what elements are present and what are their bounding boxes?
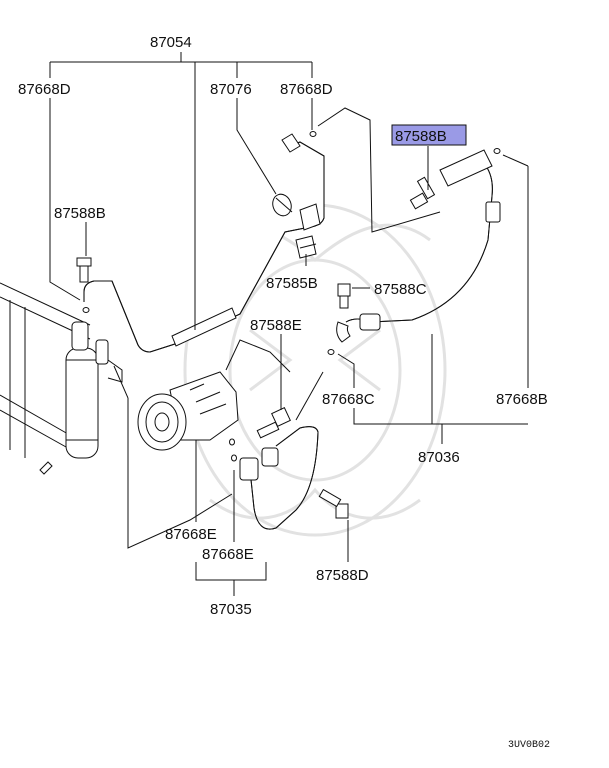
label-87588E[interactable]: 87588E [250, 317, 302, 334]
discharge-hose-87035 [239, 426, 319, 530]
compressor [137, 371, 239, 451]
label-87054[interactable]: 87054 [150, 34, 192, 51]
label-87588D[interactable]: 87588D [316, 567, 369, 584]
label-87668E-a[interactable]: 87668E [165, 526, 217, 543]
pressure-switch-87076 [272, 193, 293, 217]
label-87585B[interactable]: 87585B [266, 275, 318, 292]
label-87588B-left[interactable]: 87588B [54, 205, 106, 222]
label-87668D-top[interactable]: 87668D [280, 81, 333, 98]
o-rings [82, 131, 501, 462]
label-87035[interactable]: 87035 [210, 601, 252, 618]
bolt-87588E [256, 407, 291, 439]
clamp-87585B [295, 235, 317, 259]
suction-hose-87036 [336, 149, 501, 343]
label-87668C[interactable]: 87668C [322, 391, 375, 408]
highlight-box [391, 124, 467, 146]
diagram-code: 3UV0B02 [508, 740, 550, 751]
label-87036[interactable]: 87036 [418, 449, 460, 466]
liquid-pipe [83, 133, 325, 353]
label-87668E-b[interactable]: 87668E [202, 546, 254, 563]
label-87668D-left[interactable]: 87668D [18, 81, 71, 98]
receiver-drier [65, 321, 123, 459]
bolt-87588B [409, 176, 436, 210]
label-87588B-highlight[interactable]: 87588B [395, 128, 447, 145]
label-87668B[interactable]: 87668B [496, 391, 548, 408]
label-87076[interactable]: 87076 [210, 81, 252, 98]
bolt-87588B-left [76, 257, 92, 283]
bolt-87588D [318, 488, 349, 519]
part-labels: 87054 87668D 87076 87668D 87588B 87588B … [18, 34, 550, 751]
label-87588C[interactable]: 87588C [374, 281, 427, 298]
leader-lines [49, 52, 529, 596]
bolt-87588C [337, 283, 351, 309]
